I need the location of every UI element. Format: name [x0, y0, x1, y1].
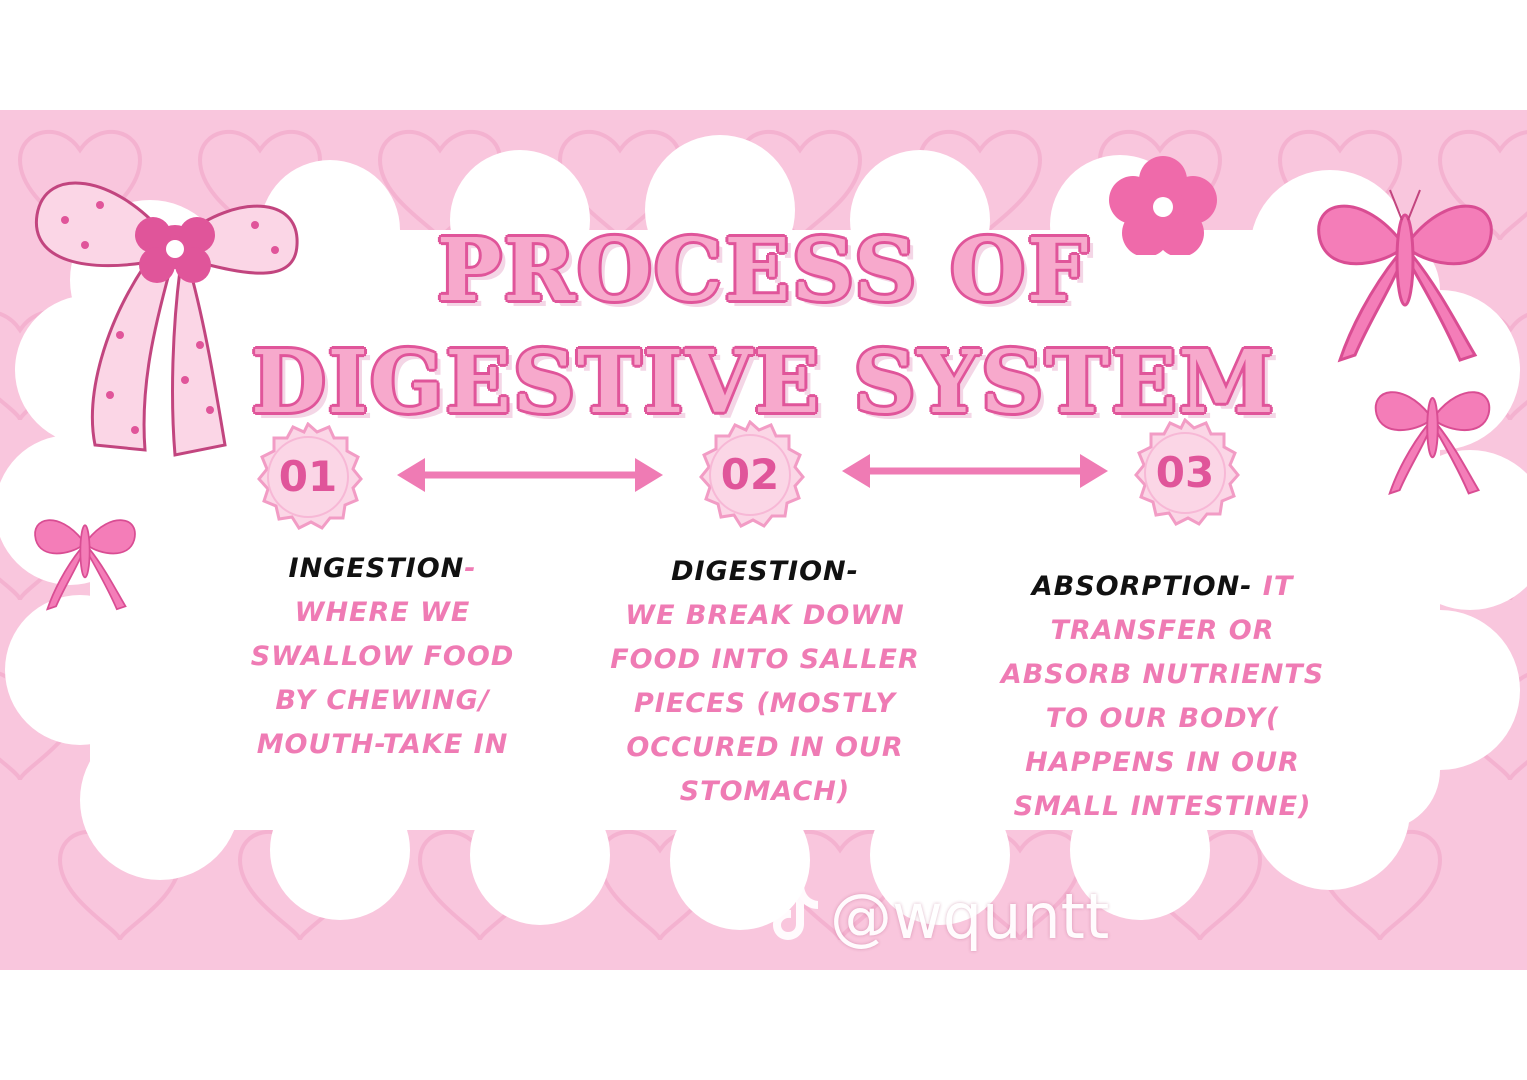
badge-shape-icon [257, 421, 363, 530]
step-badge-2: 02 [695, 419, 805, 530]
step-body-3: TRANSFER OR ABSORB NUTRIENTS TO OUR BODY… [1000, 615, 1325, 822]
flower-icon [1109, 156, 1217, 255]
step-number-1: 01 [278, 452, 338, 501]
tiktok-icon [773, 886, 818, 940]
step-number-3: 03 [1155, 448, 1215, 497]
bow-icon [34, 181, 299, 457]
butterfly-bow-icon [34, 519, 136, 611]
step-badge-1: 01 [253, 421, 363, 532]
step-heading-1: INGESTION [288, 553, 465, 584]
watermark-handle: @wquntt [830, 880, 1110, 953]
double-arrow-icon [842, 454, 1108, 488]
step-badge-3: 03 [1130, 417, 1240, 528]
title-line-2: DIGESTIVE SYSTEM [251, 332, 1276, 433]
badge-shape-icon [699, 419, 805, 528]
step-absorption: ABSORPTION- IT TRANSFER OR ABSORB NUTRIE… [990, 565, 1335, 829]
title-line-1: PROCESS OF [436, 220, 1091, 321]
step-heading-tail-3: IT [1252, 571, 1294, 602]
step-heading-dash-1: - [464, 553, 477, 584]
badge-shape-icon [1134, 417, 1240, 526]
step-heading-2: DIGESTION- [671, 556, 859, 587]
step-number-2: 02 [720, 450, 780, 499]
banner: PROCESS OF DIGESTIVE SYSTEM 01 02 03 [0, 110, 1527, 970]
butterfly-bow-icon [1374, 391, 1491, 495]
step-digestion: DIGESTION- WE BREAK DOWN FOOD INTO SALLE… [600, 550, 930, 814]
cloud-panel [0, 135, 1527, 930]
step-heading-3: ABSORPTION- [1031, 571, 1253, 602]
butterfly-bow-icon [1317, 189, 1493, 363]
step-ingestion: INGESTION- WHERE WE SWALLOW FOOD BY CHEW… [240, 547, 525, 767]
double-arrow-icon [397, 458, 663, 492]
watermark: @wquntt [770, 880, 1109, 953]
step-body-2: WE BREAK DOWN FOOD INTO SALLER PIECES (M… [610, 600, 920, 807]
step-body-1: WHERE WE SWALLOW FOOD BY CHEWING/ MOUTH-… [250, 597, 515, 760]
